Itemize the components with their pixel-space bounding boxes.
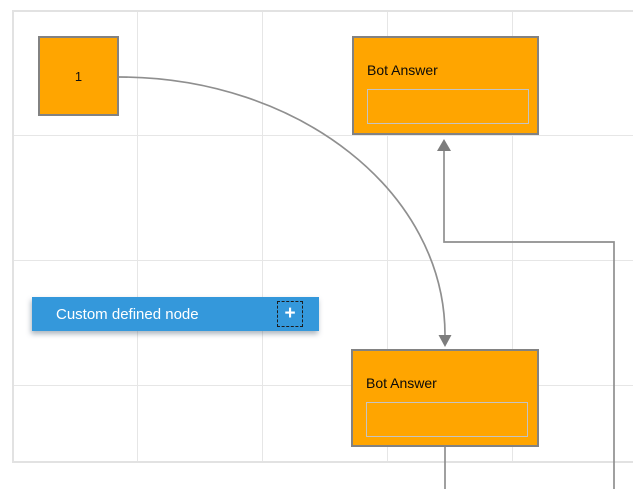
- bot-answer-field[interactable]: [366, 402, 528, 437]
- bot-answer-node-top[interactable]: Bot Answer: [352, 36, 539, 135]
- bot-answer-field[interactable]: [367, 89, 529, 124]
- square-node-label: 1: [74, 68, 83, 84]
- plus-glyph: +: [284, 302, 296, 324]
- bot-answer-node-bottom[interactable]: Bot Answer: [351, 349, 539, 447]
- bot-answer-title: Bot Answer: [367, 62, 438, 78]
- plus-icon[interactable]: +: [277, 301, 303, 327]
- custom-defined-node[interactable]: Custom defined node +: [32, 297, 319, 331]
- square-node-1[interactable]: 1: [38, 36, 119, 116]
- bot-answer-title: Bot Answer: [366, 375, 437, 391]
- custom-node-label: Custom defined node: [56, 305, 199, 323]
